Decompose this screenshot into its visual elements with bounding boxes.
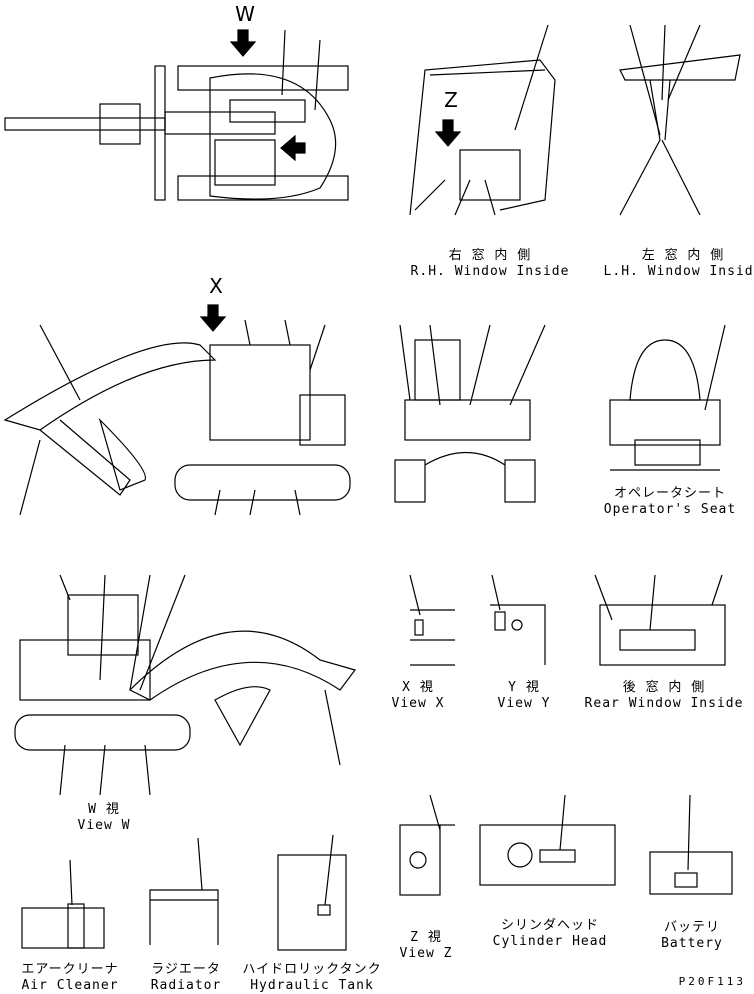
drawing-code: P20F113: [678, 975, 746, 988]
caption-view-w: W 視 View W: [78, 802, 131, 834]
caption-cylinder-head-en: Cylinder Head: [492, 934, 608, 949]
caption-radiator: ラジエータ Radiator: [151, 962, 222, 994]
caption-operator-seat: オペレータシート Operator's Seat: [604, 486, 736, 518]
caption-view-x-en: View X: [391, 696, 445, 711]
caption-view-z: Z 視 View Z: [400, 930, 453, 962]
caption-rear-window: 後 窓 内 側 Rear Window Inside: [585, 680, 744, 712]
view-y-diagram: [490, 574, 546, 665]
arrow-side-icon: [280, 134, 306, 162]
radiator-diagram: [149, 837, 219, 945]
rh-window-diagram: [409, 24, 556, 216]
caption-radiator-jp: ラジエータ: [151, 962, 221, 977]
caption-view-z-en: View Z: [399, 946, 453, 961]
caption-radiator-en: Radiator: [150, 978, 222, 993]
rear-view-excavator: [394, 324, 546, 503]
arrow-x-icon: [199, 304, 227, 332]
caption-view-w-jp: W 視: [88, 802, 120, 817]
caption-air-cleaner-jp: エアークリーナ: [21, 962, 119, 977]
view-marker-x: X: [209, 274, 223, 298]
caption-view-z-jp: Z 視: [410, 930, 442, 945]
caption-hydraulic-tank-en: Hydraulic Tank: [250, 978, 374, 993]
caption-battery-jp: バッテリ: [663, 920, 721, 935]
rear-window-detail: [594, 574, 726, 666]
caption-cylinder-head: シリンダヘッド Cylinder Head: [493, 918, 608, 950]
arrow-z-icon: [434, 119, 462, 147]
battery-diagram: [649, 794, 733, 895]
caption-lh-window-jp: 左 窓 内 側: [641, 248, 725, 263]
side-view-excavator-right: [14, 574, 357, 796]
operator-seat-diagram: [609, 324, 726, 471]
caption-rear-window-en: Rear Window Inside: [584, 696, 744, 711]
hydraulic-tank-diagram: [277, 834, 347, 951]
view-z-diagram: [399, 794, 455, 896]
lh-window-diagram: [619, 24, 741, 216]
view-marker-w: W: [235, 2, 255, 26]
caption-view-y: Y 視 View Y: [498, 680, 551, 712]
cylinder-head-diagram: [479, 794, 616, 886]
caption-hydraulic-tank: ハイドロリックタンク Hydraulic Tank: [242, 962, 381, 994]
caption-hydraulic-tank-jp: ハイドロリックタンク: [242, 962, 382, 977]
caption-operator-seat-en: Operator's Seat: [603, 502, 737, 517]
caption-view-w-en: View W: [77, 818, 131, 833]
caption-operator-seat-jp: オペレータシート: [613, 486, 726, 501]
caption-air-cleaner-en: Air Cleaner: [21, 978, 119, 993]
caption-cylinder-head-jp: シリンダヘッド: [500, 918, 599, 933]
caption-lh-window: 左 窓 内 側 L.H. Window Inside: [604, 248, 754, 280]
arrow-w-icon: [229, 29, 257, 57]
caption-rh-window-jp: 右 窓 内 側: [448, 248, 532, 263]
view-marker-z: Z: [444, 88, 458, 112]
top-view-excavator: [4, 29, 349, 201]
caption-battery-en: Battery: [661, 936, 723, 951]
caption-view-y-en: View Y: [497, 696, 551, 711]
caption-rh-window: 右 窓 内 側 R.H. Window Inside: [411, 248, 570, 280]
caption-lh-window-en: L.H. Window Inside: [603, 264, 754, 279]
view-x-diagram: [409, 574, 455, 666]
caption-rear-window-jp: 後 窓 内 側: [622, 680, 706, 695]
side-view-excavator-left: [3, 319, 351, 516]
caption-view-x-jp: X 視: [402, 680, 434, 695]
caption-view-y-jp: Y 視: [508, 680, 540, 695]
air-cleaner-diagram: [21, 859, 105, 949]
caption-air-cleaner: エアークリーナ Air Cleaner: [21, 962, 118, 994]
caption-battery: バッテリ Battery: [661, 920, 723, 952]
caption-view-x: X 視 View X: [392, 680, 445, 712]
caption-rh-window-en: R.H. Window Inside: [410, 264, 570, 279]
